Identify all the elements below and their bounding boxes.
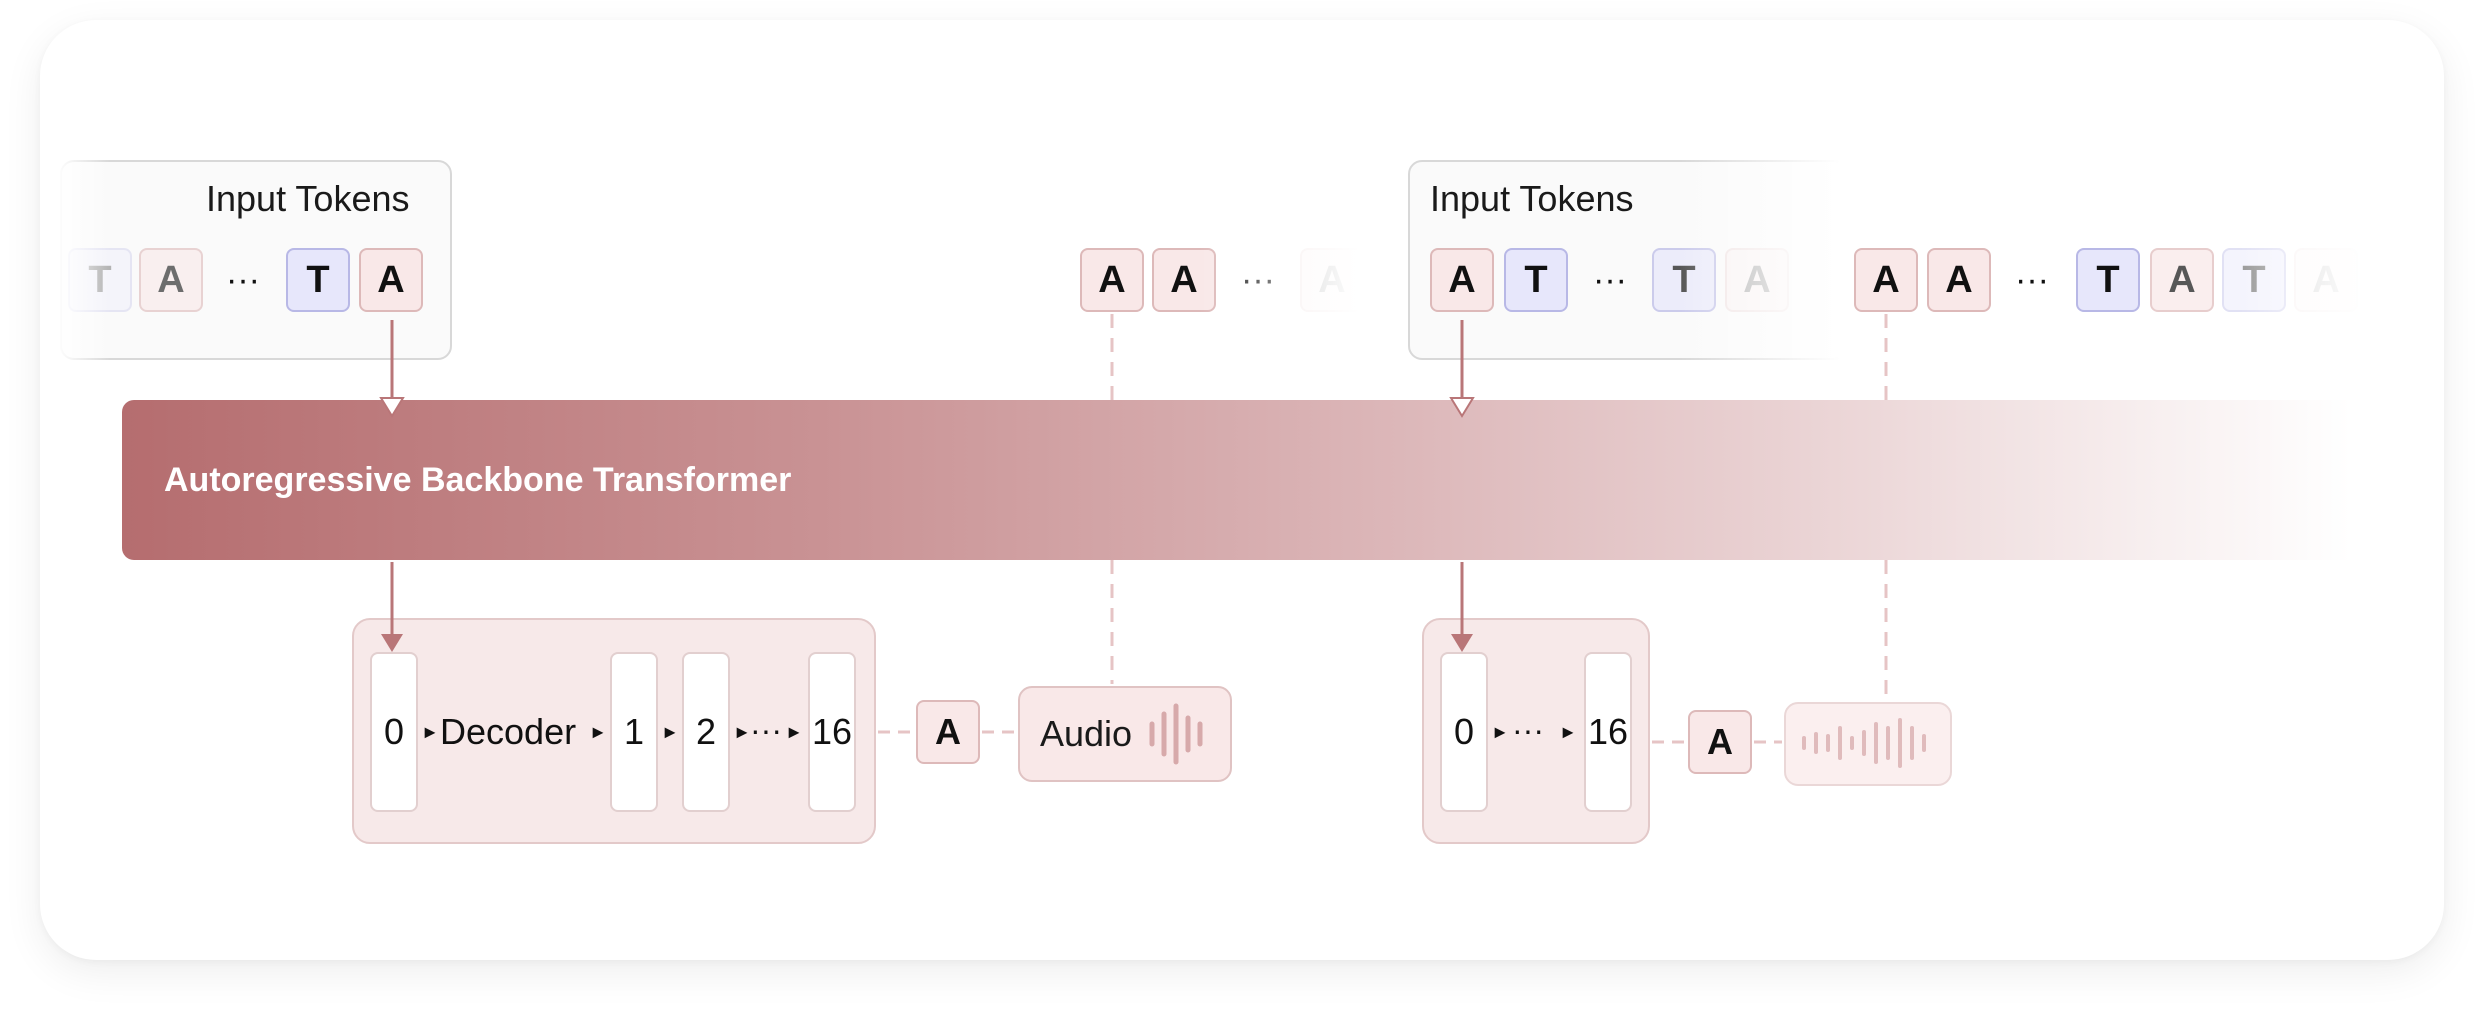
backbone-transformer-label: Autoregressive Backbone Transformer (164, 460, 792, 499)
arrowhead-icon (379, 397, 405, 418)
codebook-slot-16: 16 (808, 652, 856, 812)
arrowhead-icon (1449, 397, 1475, 418)
arrow-right-icon: ► (421, 721, 439, 742)
waveform-icon (1802, 718, 1926, 768)
codebook-slot-1: 1 (610, 652, 658, 812)
codebook-slot-16: 16 (1584, 652, 1632, 812)
arrow-right-icon: ► (733, 721, 751, 742)
decoder-ellipsis: ··· (1512, 711, 1544, 748)
backbone-transformer-bar: Autoregressive Backbone Transformer (122, 400, 2444, 560)
audio-output-box: Audio (1018, 686, 1232, 782)
waveform-icon (1149, 703, 1203, 765)
generated-token-audio: A (1927, 248, 1991, 312)
codebook-slot-2: 2 (682, 652, 730, 812)
arrowhead-icon (381, 634, 403, 652)
decoded-audio-token: A (1688, 710, 1752, 774)
arrowhead-icon (1451, 634, 1473, 652)
diagram-card: Input Tokens T A ··· T A A A ··· A Input… (40, 20, 2444, 960)
input-tokens-title-left: Input Tokens (206, 178, 410, 219)
arrow-right-icon: ► (1491, 721, 1509, 742)
arrow-right-icon: ► (785, 721, 803, 742)
input-token-text: T (286, 248, 350, 312)
generated-token-audio: A (1854, 248, 1918, 312)
decoded-audio-token: A (916, 700, 980, 764)
decoder-label: Decoder (440, 711, 577, 752)
input-tokens-title-right: Input Tokens (1430, 178, 1634, 219)
input-token-text: T (1504, 248, 1568, 312)
input-token-ellipsis: ··· (226, 260, 260, 299)
arrow-right-icon: ► (1559, 721, 1577, 742)
input-token-audio: A (139, 248, 203, 312)
generated-token-text: T (2076, 248, 2140, 312)
audio-output-label: Audio (1040, 713, 1133, 754)
generated-token-audio: A (2150, 248, 2214, 312)
input-token-audio: A (1430, 248, 1494, 312)
arrow-right-icon: ► (589, 721, 607, 742)
codebook-slot-0: 0 (1440, 652, 1488, 812)
connector-layer (379, 314, 1926, 768)
generated-token-ellipsis: ··· (2015, 260, 2049, 299)
codebook-slot-0: 0 (370, 652, 418, 812)
input-token-audio: A (359, 248, 423, 312)
generated-token-audio: A (1080, 248, 1144, 312)
input-token-ellipsis: ··· (1593, 260, 1627, 299)
decoder-ellipsis: ··· (750, 711, 782, 748)
arrow-right-icon: ► (661, 721, 679, 742)
